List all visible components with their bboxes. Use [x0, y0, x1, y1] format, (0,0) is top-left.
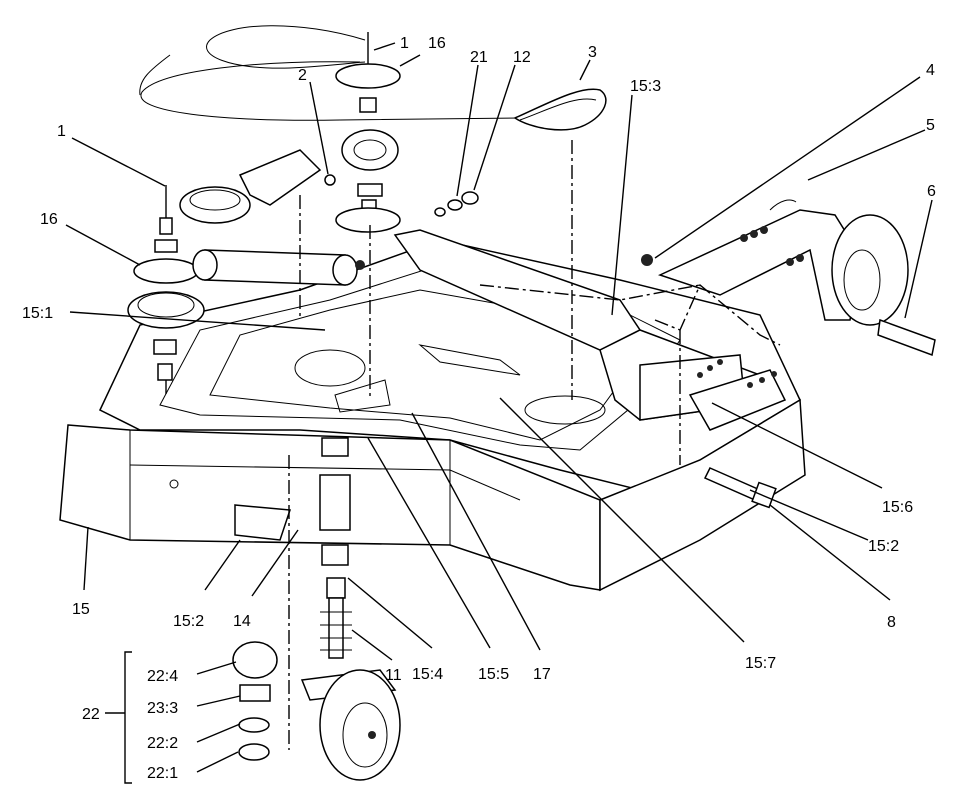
- left-spindle-assembly: [127, 185, 205, 395]
- label-15-3: 15:3: [630, 78, 661, 95]
- label-12: 12: [513, 49, 531, 66]
- mower-deck: [59, 239, 806, 592]
- center-lines: [288, 140, 781, 750]
- label-15-4: 15:4: [412, 666, 443, 683]
- label-1-top: 1: [400, 35, 409, 52]
- label-22-2: 22:2: [147, 735, 178, 752]
- label-15-1: 15:1: [22, 305, 53, 322]
- label-15-2-left: 15:2: [173, 613, 204, 630]
- center-spindle-assembly: [324, 32, 401, 233]
- label-3: 3: [588, 44, 597, 61]
- label-22-4: 22:4: [147, 668, 178, 685]
- idler-arm-assembly: [641, 199, 936, 357]
- label-16-left: 16: [40, 211, 58, 228]
- label-23-3: 23:3: [147, 700, 178, 717]
- label-21: 21: [470, 49, 488, 66]
- label-15-2-right: 15:2: [868, 538, 899, 555]
- label-4: 4: [926, 62, 935, 79]
- label-22-1: 22:1: [147, 765, 178, 782]
- belt-3: [513, 88, 607, 131]
- caster-wheel-assembly: [300, 437, 401, 781]
- label-1-left: 1: [57, 123, 66, 140]
- label-15-7: 15:7: [745, 655, 776, 672]
- label-22: 22: [82, 706, 100, 723]
- callout-labels: 1 16 2 21 12 3 15:3 4 5 6 1 16 15:1 15:6…: [22, 35, 936, 782]
- washers: [434, 191, 479, 217]
- label-11: 11: [385, 667, 402, 684]
- label-15-5: 15:5: [478, 666, 509, 683]
- label-14: 14: [233, 613, 251, 630]
- cap-spring-kit: [232, 641, 278, 761]
- label-8: 8: [887, 614, 896, 631]
- leader-lines: [65, 42, 933, 784]
- label-5: 5: [926, 117, 935, 134]
- label-15: 15: [72, 601, 90, 618]
- drive-belt-outline: [139, 25, 521, 121]
- label-15-6: 15:6: [882, 499, 913, 516]
- bolt-8: [703, 467, 777, 509]
- label-16-top: 16: [428, 35, 446, 52]
- label-6: 6: [927, 183, 936, 200]
- upper-left-pulley: [179, 149, 322, 224]
- cross-tube: [192, 249, 365, 286]
- label-17: 17: [533, 666, 551, 683]
- label-2: 2: [298, 67, 307, 84]
